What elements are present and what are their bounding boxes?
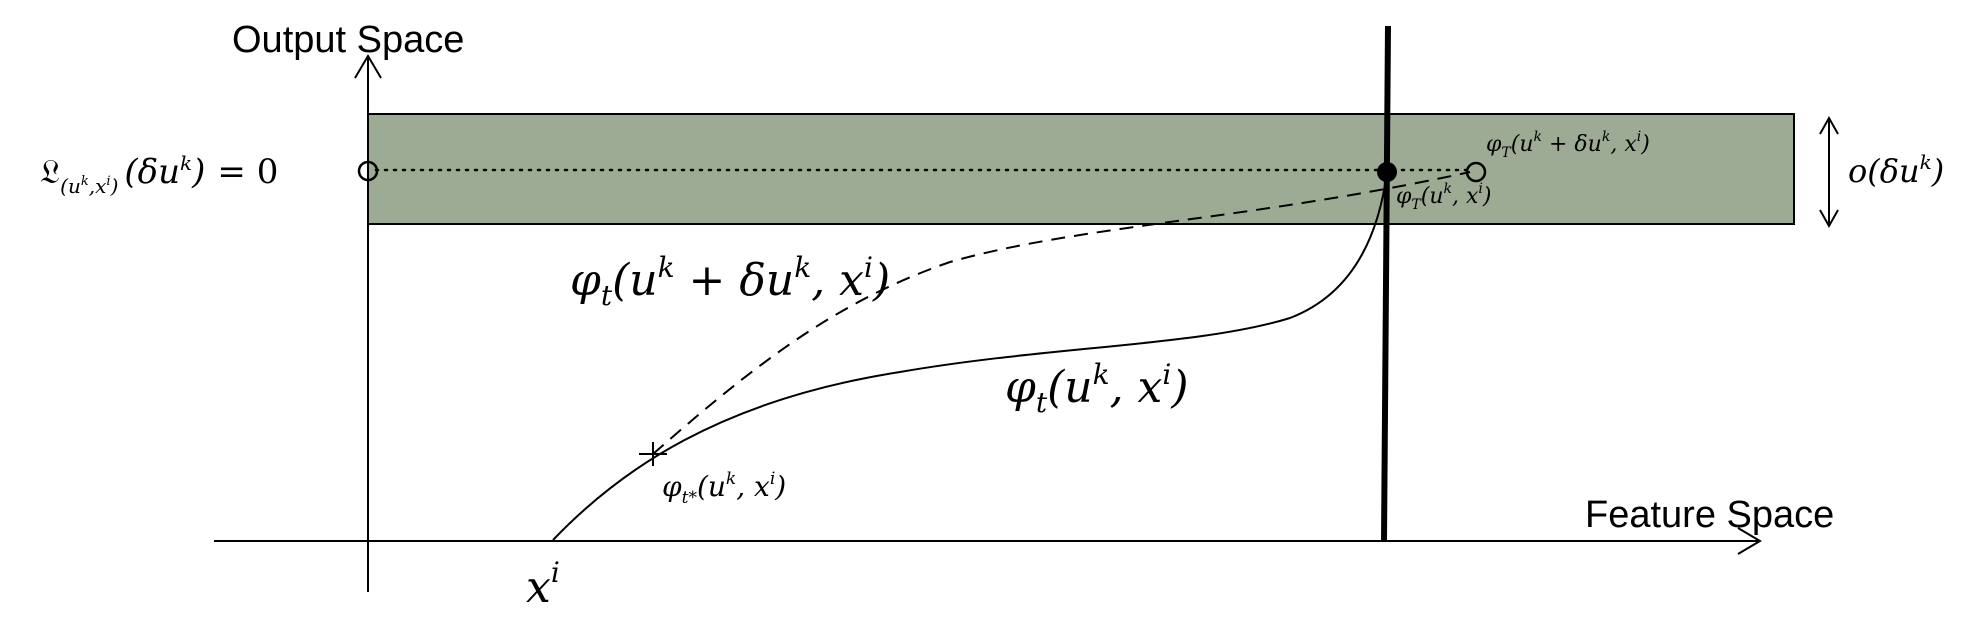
- trajectory-curve: [552, 171, 1388, 541]
- y-axis-arrowhead: [354, 54, 382, 79]
- perturbed-endpoint-open-marker: [1465, 161, 1487, 183]
- x-axis-label: Feature Space: [1585, 494, 1834, 536]
- terminal-boundary-line: [1381, 25, 1391, 542]
- endpoint-label: φT(uk, xi): [1396, 181, 1491, 213]
- tolerance-band: [367, 113, 1795, 225]
- endpoint-filled-marker: [1377, 162, 1397, 182]
- trajectory-curve-label: φt(uk, xi): [1005, 358, 1189, 419]
- perturbed-curve-label: φt(uk + δuk, xi): [570, 251, 890, 312]
- tstar-label: φt*(uk, xi): [662, 469, 786, 508]
- perturbed-trajectory-curve: [652, 171, 1471, 455]
- band-width-label: o(δuk): [1848, 150, 1944, 190]
- perturbed-endpoint-label: φT(uk + δuk, xi): [1486, 129, 1650, 161]
- loss-equals-zero-label: 𝔏(uk,xi)(δuk)= 0: [40, 151, 278, 198]
- x-axis-arrowhead: [1737, 527, 1762, 555]
- tstar-cross-marker: [639, 442, 667, 466]
- y-axis-label: Output Space: [232, 19, 464, 61]
- band-width-double-arrow: [1819, 115, 1839, 229]
- start-point-label: xi: [526, 556, 560, 613]
- axis-open-marker: [357, 160, 379, 182]
